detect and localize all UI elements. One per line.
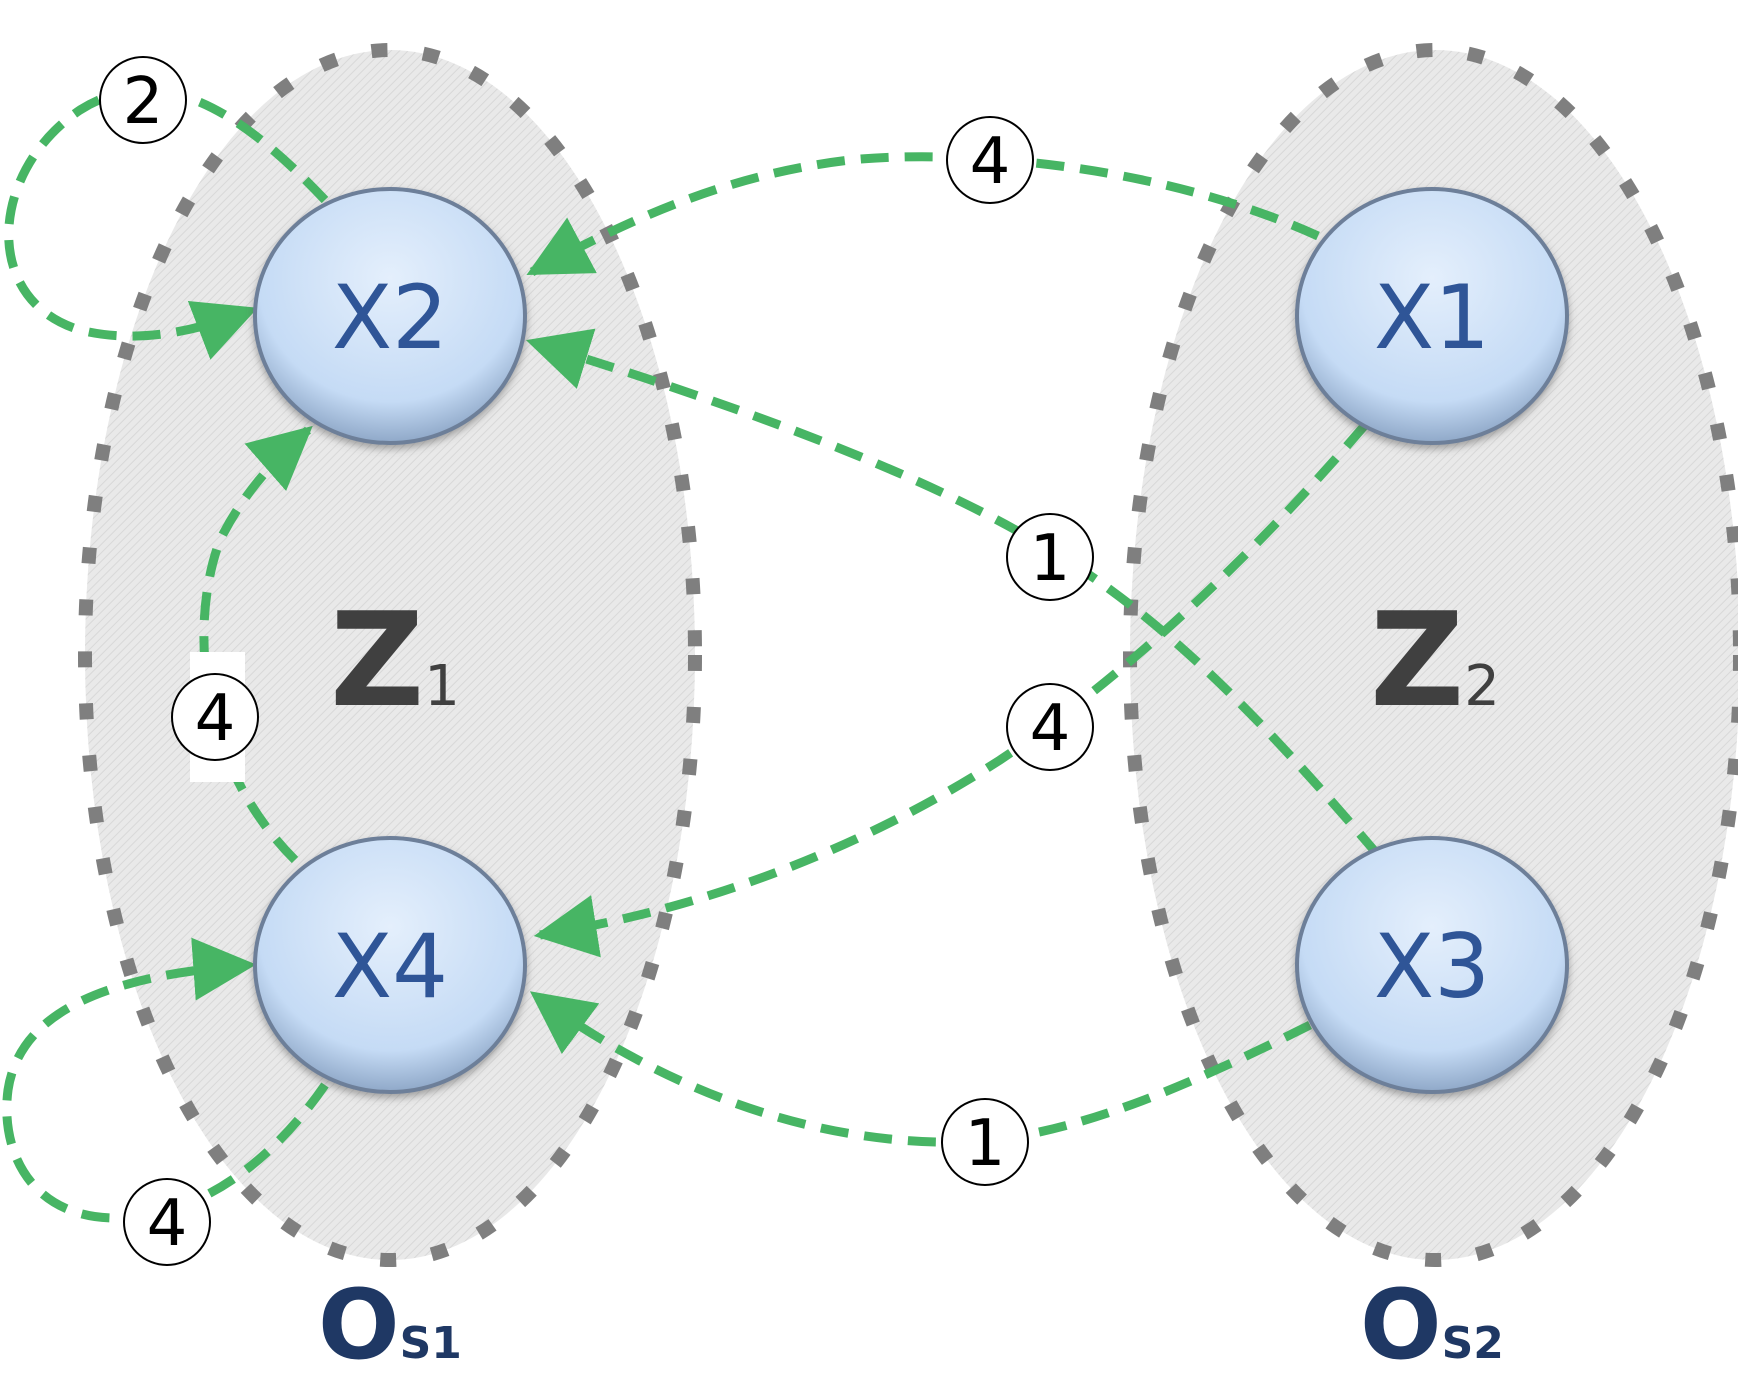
svg-text:4: 4	[195, 682, 236, 756]
node-x1[interactable]: X1	[1295, 187, 1569, 445]
edge-x1-x2	[526, 152, 1320, 276]
weight-badge-x1-x2: 4	[946, 116, 1034, 204]
node-label-x3: X3	[1374, 915, 1490, 1018]
node-x3[interactable]: X3	[1295, 836, 1569, 1094]
weight-badge-x3-x2: 1	[1006, 513, 1094, 601]
edge-x2-self	[4, 85, 329, 360]
svg-text:4: 4	[1030, 692, 1071, 766]
weight-badge-x1-x4: 4	[1006, 683, 1094, 771]
weight-badge-x3-x4: 1	[941, 1098, 1029, 1186]
edge-x1-x4	[533, 422, 1369, 958]
svg-text:4: 4	[970, 125, 1011, 199]
node-label-x2: X2	[332, 266, 448, 369]
zone-label-z2: Z2	[1370, 584, 1500, 736]
os-label-s1: OS1	[318, 1269, 462, 1381]
svg-text:1: 1	[965, 1107, 1006, 1181]
edge-x4-self	[2, 937, 329, 1223]
zone-z2	[1123, 43, 1738, 1267]
weight-badge-x4-x2: 4	[171, 652, 259, 782]
node-label-x1: X1	[1374, 266, 1490, 369]
svg-text:1: 1	[1030, 522, 1071, 596]
node-x4[interactable]: X4	[253, 836, 527, 1094]
node-x2[interactable]: X2	[253, 187, 527, 445]
weight-badge-x4-self: 4	[123, 1178, 211, 1266]
svg-text:2: 2	[123, 65, 164, 139]
svg-text:4: 4	[147, 1187, 188, 1261]
zone-label-z1: Z1	[330, 584, 460, 736]
weight-badge-x2-self: 2	[99, 56, 187, 144]
os-label-s2: OS2	[1360, 1269, 1504, 1381]
node-label-x4: X4	[332, 915, 448, 1018]
